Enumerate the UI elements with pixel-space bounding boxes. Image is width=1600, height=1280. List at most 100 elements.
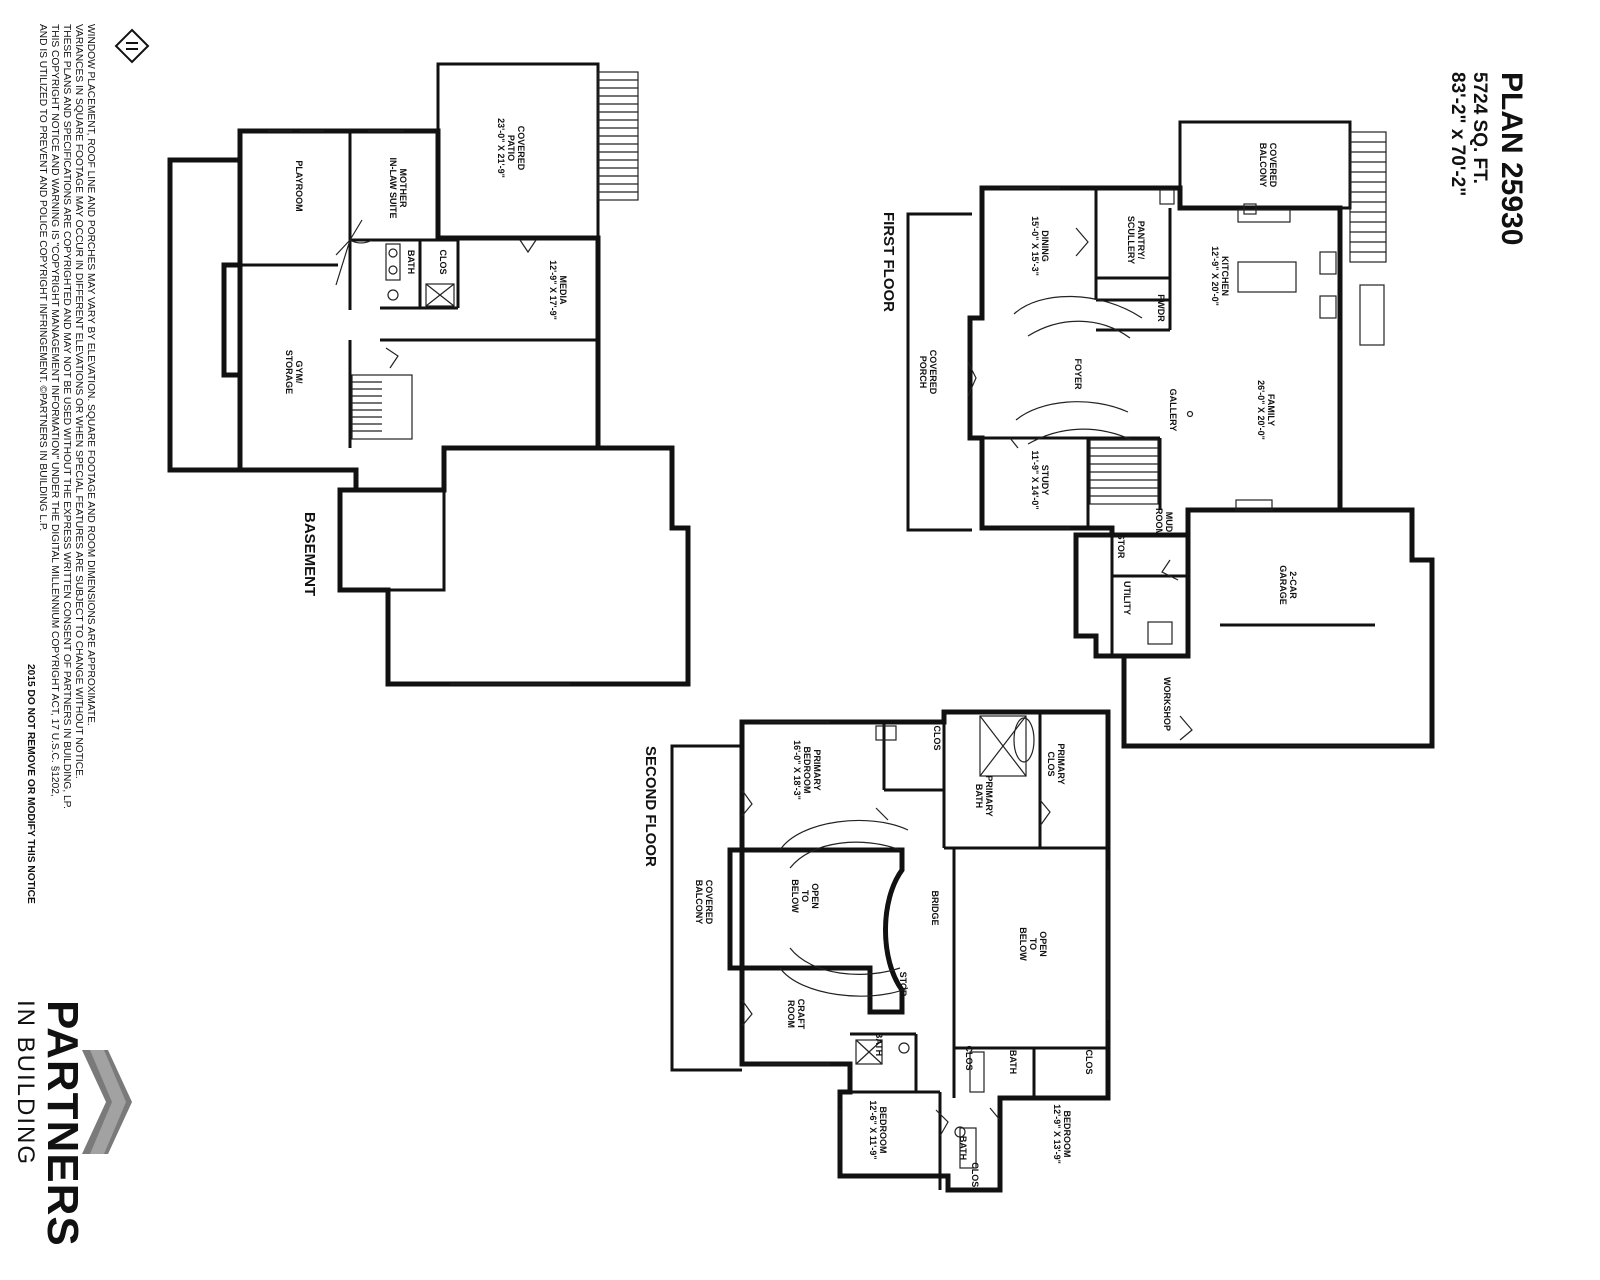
svg-text:UTILITY: UTILITY (1122, 581, 1132, 615)
basement-labels: COVERED PATIO 23'-0" X 21'-9" MOTHER IN-… (284, 118, 568, 596)
svg-text:TO: TO (1028, 938, 1038, 950)
svg-text:PRIMARY: PRIMARY (984, 775, 994, 816)
label-second-clos-c: CLOS (1084, 1049, 1094, 1074)
label-mother-in-law-suite: MOTHER IN-LAW SUITE (388, 158, 408, 219)
label-second-bath-b: BATH (1008, 1050, 1018, 1074)
label-primary-clos: PRIMARY CLOS (1046, 743, 1066, 784)
label-primary-bath: PRIMARY BATH (974, 775, 994, 816)
svg-text:BELOW: BELOW (1018, 927, 1028, 961)
svg-text:MOTHER: MOTHER (398, 169, 408, 208)
svg-text:KITCHEN: KITCHEN (1220, 256, 1230, 296)
label-first-balcony: COVERED BALCONY (1258, 143, 1278, 188)
patio-stairs (597, 71, 639, 201)
svg-text:BATH: BATH (406, 250, 416, 274)
label-family: FAMILY 26'-0" X 20'-0" (1256, 380, 1276, 440)
svg-text:BATH: BATH (1008, 1050, 1018, 1074)
svg-text:TO: TO (800, 890, 810, 902)
svg-text:PWDR: PWDR (1156, 294, 1166, 322)
label-covered-porch: COVERED PORCH (918, 350, 938, 395)
svg-text:26'-0" X 20'-0": 26'-0" X 20'-0" (1256, 380, 1266, 440)
svg-text:ROOM: ROOM (1154, 508, 1164, 536)
label-foyer: FOYER (1073, 358, 1083, 390)
plan-dimensions: 83'-2" x 70'-2" (1447, 72, 1468, 196)
svg-text:STORAGE: STORAGE (284, 350, 294, 394)
svg-text:BRIDGE: BRIDGE (930, 890, 940, 925)
label-craft-room: CRAFT ROOM (786, 999, 806, 1030)
label-pwdr: PWDR (1156, 294, 1166, 322)
second-stair-curve-a (779, 819, 909, 851)
equal-housing-icon (114, 28, 150, 64)
label-basement-bath: BATH (406, 250, 416, 274)
label-open-to-below-b: OPEN TO BELOW (1018, 927, 1048, 961)
disclaimer-line-3: THESE PLANS AND SPECIFICATIONS ARE COPYR… (61, 24, 72, 809)
logo-partners-text: PARTNERS (38, 1000, 87, 1247)
svg-text:PATIO: PATIO (506, 135, 516, 161)
svg-text:IN-LAW SUITE: IN-LAW SUITE (388, 158, 398, 219)
label-workshop: WORKSHOP (1162, 677, 1172, 731)
first-floor-windows (1000, 187, 1400, 747)
svg-text:15'-0" X 15'-3": 15'-0" X 15'-3" (1030, 216, 1040, 276)
svg-text:GALLERY: GALLERY (1168, 389, 1178, 432)
svg-text:PLAYROOM: PLAYROOM (294, 160, 304, 211)
svg-text:PANTRY/: PANTRY/ (1136, 221, 1146, 260)
svg-text:23'-0" X 21'-9": 23'-0" X 21'-9" (496, 118, 506, 178)
open-to-below-stair-void (727, 847, 905, 1015)
svg-text:BELOW: BELOW (790, 879, 800, 913)
floor-label-first: FIRST FLOOR (880, 212, 897, 312)
label-second-balcony: COVERED BALCONY (694, 880, 714, 925)
second-balcony-outline (670, 744, 742, 1072)
label-study: STUDY 11'-9" X 14'-0" (1030, 450, 1050, 509)
label-primary-bedroom: PRIMARY BEDROOM 16'-0" X 18'-3" (792, 740, 822, 800)
plan-title: PLAN 25930 (1495, 72, 1528, 245)
svg-text:CLOS: CLOS (1046, 751, 1056, 776)
svg-text:2-CAR: 2-CAR (1288, 571, 1298, 599)
svg-text:CLOS: CLOS (438, 249, 448, 274)
disclaimer-line-6: 2015 DO NOT REMOVE OR MODIFY THIS NOTICE (25, 664, 36, 904)
svg-text:CRAFT: CRAFT (796, 999, 806, 1030)
label-bedroom-b: BEDROOM 12'-9" X 13'-9" (1052, 1104, 1072, 1164)
svg-text:BATH: BATH (874, 1032, 884, 1056)
first-floor-labels: COVERED BALCONY DINING 15'-0" X 15'-3" P… (880, 143, 1298, 731)
svg-text:BALCONY: BALCONY (694, 880, 704, 925)
svg-text:BEDROOM: BEDROOM (1062, 1111, 1072, 1158)
svg-text:COVERED: COVERED (928, 350, 938, 395)
second-floor-labels: PRIMARY BEDROOM 16'-0" X 18'-3" CLOS PRI… (642, 725, 1094, 1189)
svg-text:BEDROOM: BEDROOM (878, 1107, 888, 1154)
label-bridge: BRIDGE (930, 890, 940, 925)
basement-stairs (351, 374, 413, 440)
svg-text:BATH: BATH (974, 784, 984, 808)
label-open-to-below-a: OPEN TO BELOW (790, 879, 820, 913)
svg-text:STOR: STOR (898, 972, 908, 997)
svg-text:STOR: STOR (1116, 534, 1126, 559)
plan-title-block: PLAN 25930 5724 SQ. FT. 83'-2" x 70'-2" (1447, 72, 1528, 245)
plan-sqft: 5724 SQ. FT. (1469, 72, 1490, 184)
svg-text:CLOS: CLOS (1084, 1049, 1094, 1074)
disclaimer-line-1: WINDOW PLACEMENT, ROOF LINE AND PORCHES … (85, 24, 96, 726)
svg-text:CLOS: CLOS (964, 1045, 974, 1070)
partners-in-building-logo: PARTNERS IN BUILDING (12, 1000, 132, 1247)
svg-text:11'-9" X 14'-0": 11'-9" X 14'-0" (1030, 450, 1040, 509)
first-stair-curve-a (1013, 295, 1143, 319)
svg-text:OPEN: OPEN (810, 883, 820, 909)
label-covered-patio: COVERED PATIO 23'-0" X 21'-9" (496, 118, 526, 178)
svg-text:STUDY: STUDY (1040, 465, 1050, 496)
label-playroom: PLAYROOM (294, 160, 304, 211)
label-first-stor: STOR (1116, 534, 1126, 559)
svg-text:12'-9" X 13'-9": 12'-9" X 13'-9" (1052, 1104, 1062, 1164)
svg-text:PRIMARY: PRIMARY (812, 749, 822, 790)
chevron-logo-icon (82, 1050, 132, 1154)
svg-text:WORKSHOP: WORKSHOP (1162, 677, 1172, 731)
floor-label-second: SECOND FLOOR (642, 746, 659, 867)
label-dining: DINING 15'-0" X 15'-3" (1030, 216, 1050, 276)
first-porch-outline (906, 212, 972, 532)
svg-text:12'-6" X 11'-9": 12'-6" X 11'-9" (868, 1100, 878, 1159)
disclaimer-line-2: VARIANCES IN SQUARE FOOTAGE MAY OCCUR IN… (73, 24, 84, 779)
svg-text:MEDIA: MEDIA (558, 276, 568, 306)
basement-west-wall (167, 131, 243, 473)
svg-text:ROOM: ROOM (786, 1000, 796, 1028)
svg-text:COVERED: COVERED (704, 880, 714, 925)
second-floor-windows (760, 721, 1109, 1160)
basement-outer-wall (237, 128, 691, 687)
basement-unfinished-wall (337, 445, 598, 590)
